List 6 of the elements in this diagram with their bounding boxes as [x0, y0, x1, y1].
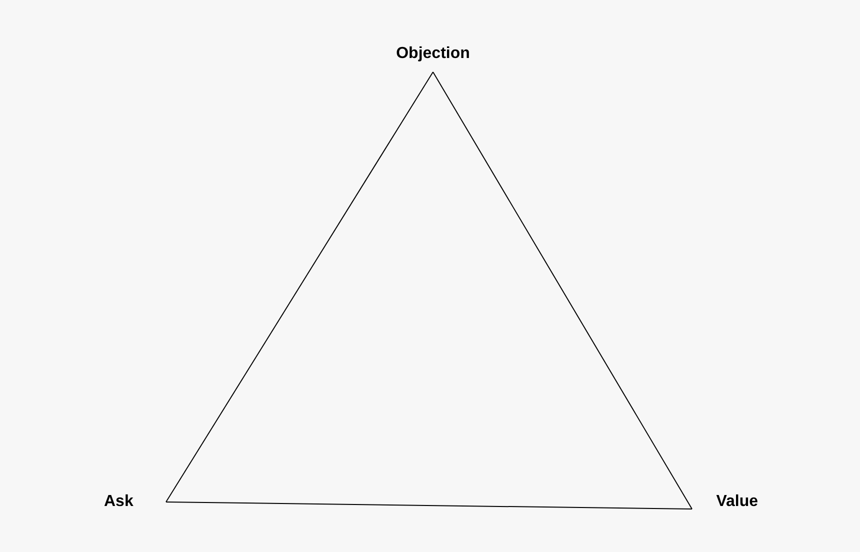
triangle-side [432, 72, 692, 510]
vertex-label: Ask [104, 493, 134, 511]
vertex-label: Objection [396, 45, 470, 63]
vertex-label: Value [716, 493, 758, 511]
triangle-side [166, 502, 692, 510]
triangle-side [166, 72, 434, 502]
